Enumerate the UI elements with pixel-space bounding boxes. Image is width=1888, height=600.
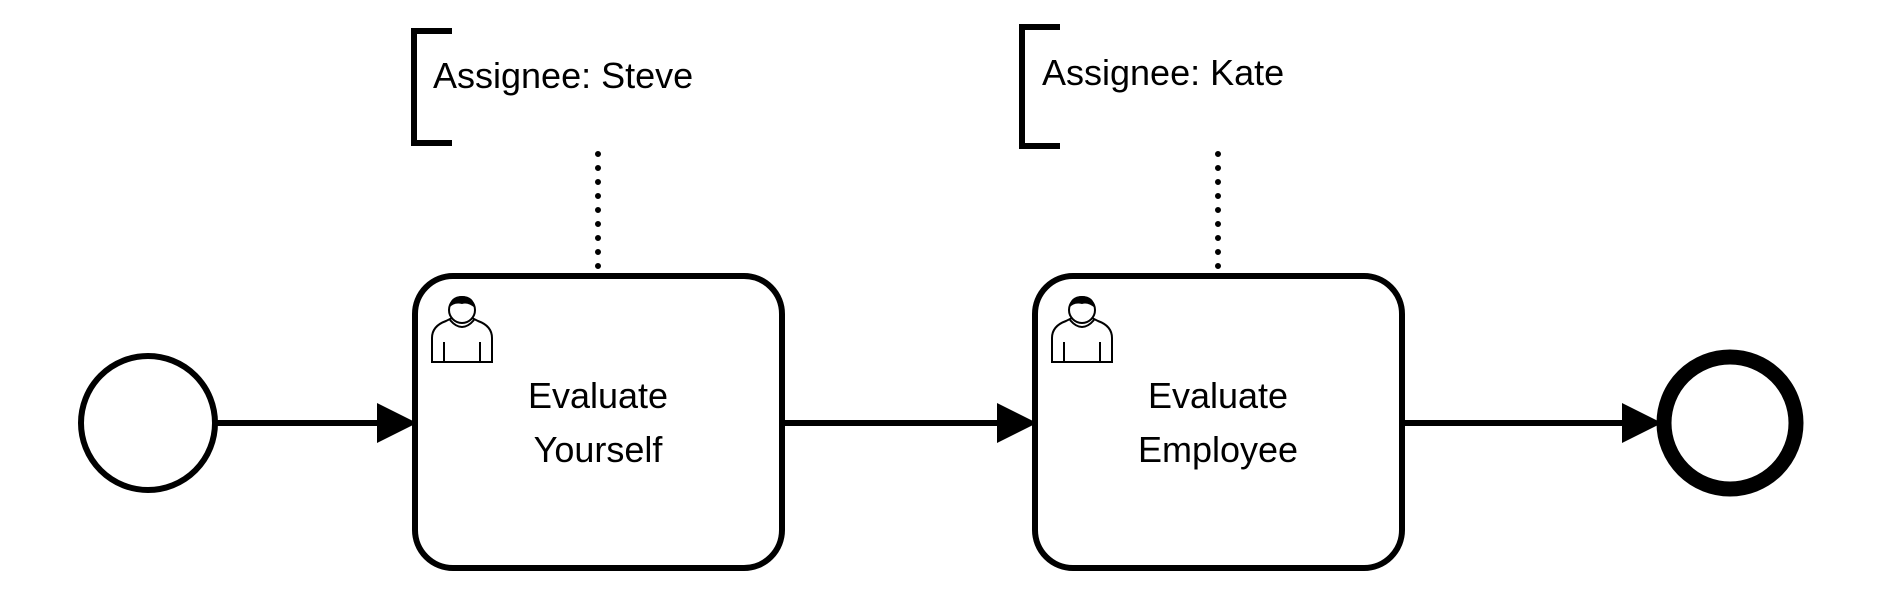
start-event[interactable] bbox=[78, 353, 218, 493]
annotation-1[interactable]: Assignee: Steve bbox=[411, 28, 693, 146]
task-evaluate-employee[interactable]: Evaluate Employee bbox=[1032, 273, 1405, 571]
task-label-line1: Evaluate bbox=[528, 375, 668, 416]
annotation-text: Assignee: Steve bbox=[433, 55, 693, 96]
task-label-line1: Evaluate bbox=[1148, 375, 1288, 416]
sequence-flow-task1-to-task2[interactable] bbox=[782, 403, 1037, 443]
annotation-2[interactable]: Assignee: Kate bbox=[1019, 24, 1284, 149]
task-label-line2: Yourself bbox=[534, 429, 664, 470]
task-evaluate-yourself[interactable]: Evaluate Yourself bbox=[412, 273, 785, 571]
annotation-bracket bbox=[1019, 24, 1060, 149]
annotation-bracket bbox=[411, 28, 452, 146]
annotation-text: Assignee: Kate bbox=[1042, 52, 1284, 93]
sequence-flow-task2-to-end[interactable] bbox=[1402, 403, 1662, 443]
user-icon bbox=[1051, 296, 1113, 363]
sequence-flow-start-to-task1[interactable] bbox=[216, 403, 417, 443]
task-label-line2: Employee bbox=[1138, 429, 1298, 470]
user-icon bbox=[431, 296, 493, 363]
end-event[interactable] bbox=[1656, 349, 1804, 497]
